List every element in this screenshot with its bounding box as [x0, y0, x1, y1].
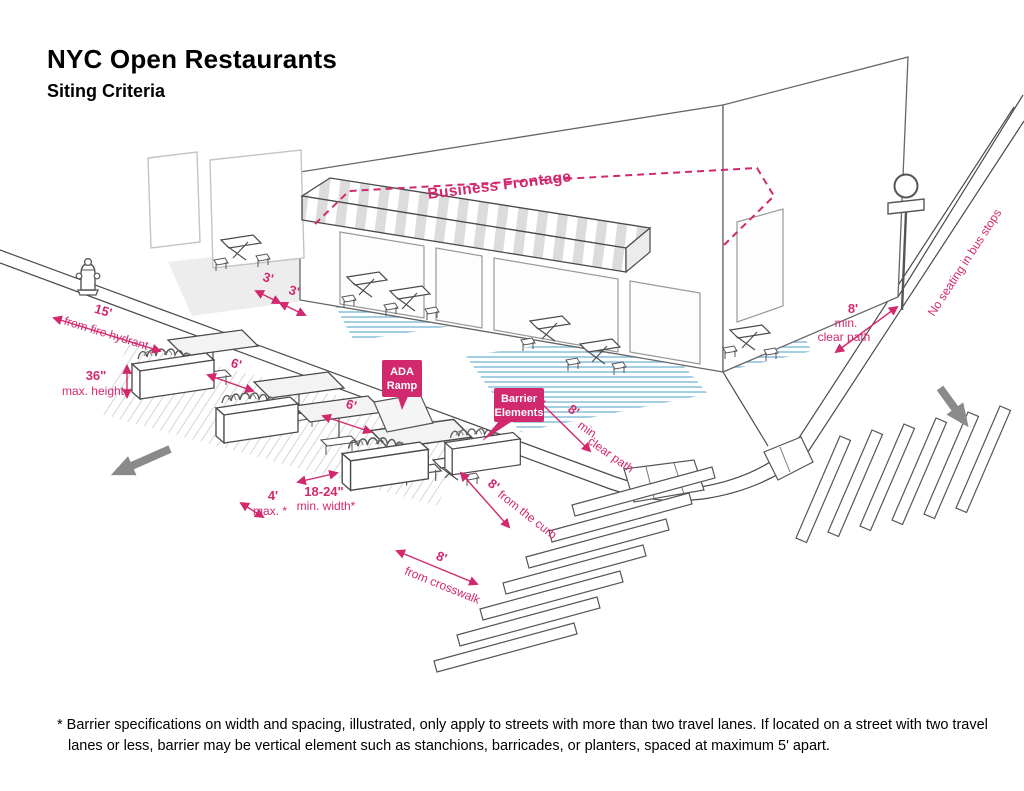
fire-hydrant-dim-line [52, 315, 162, 354]
awning [300, 177, 652, 274]
from-curb-dim-line [459, 471, 511, 529]
clear-path-side-min: min. [835, 316, 858, 330]
barrier-width-value: 18-24" [304, 484, 343, 499]
fire-hydrant-value: 15' [93, 301, 114, 320]
crosswalk-east [795, 405, 1012, 544]
barrier-width-label: min. width* [297, 499, 356, 513]
barrier-elements-line2: Elements [495, 407, 544, 419]
curb-ramp-east [763, 436, 814, 481]
side-wall-window [736, 208, 784, 323]
sidewalk-shadow [168, 246, 324, 316]
from-crosswalk-value: 8' [434, 548, 449, 566]
barrier-width-dim-line [296, 469, 339, 486]
aisle-a-label: 6' [229, 355, 243, 372]
aisle-a-dim-line [206, 373, 255, 393]
clear-path-side-label: clear path [818, 330, 871, 344]
barrier-elements-line1: Barrier [501, 393, 538, 405]
planter-height-label: max. height [62, 384, 125, 398]
setback-a-label: 3' [261, 269, 275, 286]
planter-height-value: 36" [86, 368, 107, 383]
clear-path-corner-dim-line [535, 397, 592, 453]
traffic-arrow-west [110, 445, 172, 476]
ada-ramp-callout: ADA Ramp [382, 360, 422, 410]
crosswalk-south [433, 466, 716, 673]
page-title: NYC Open Restaurants [47, 44, 338, 74]
footnote: * Barrier specifications on width and sp… [57, 716, 988, 754]
bus-stop-label: No seating in bus stops [925, 206, 1005, 318]
traffic-arrow-south [936, 385, 969, 428]
barrier-gap-value: 4' [268, 488, 278, 503]
adjacent-wall-panels [147, 149, 305, 269]
page-subtitle: Siting Criteria [47, 81, 166, 101]
right-sidewalk-edge [897, 94, 1024, 298]
from-curb-label: from the curb [495, 487, 560, 542]
setback-a-dim-line [254, 290, 282, 304]
storefront-window [629, 280, 701, 365]
clear-path-side-dim-line [834, 305, 899, 354]
building-right-wall [722, 56, 909, 373]
storefront-door [435, 247, 483, 329]
clear-path-corner-label: clear path [585, 434, 636, 476]
ada-ramp-line2: Ramp [387, 380, 418, 392]
clear-path-side-value: 8' [848, 301, 858, 316]
setback-b-dim-line [278, 301, 307, 317]
business-frontage-outline [314, 166, 776, 246]
page-header: NYC Open Restaurants Siting Criteria [47, 44, 337, 102]
fire-hydrant [75, 257, 101, 296]
from-crosswalk-dim-line [395, 549, 479, 586]
setback-b-label: 3' [287, 282, 301, 299]
corner-sidewalk-edge [722, 371, 769, 447]
awning-end-cap [625, 226, 651, 274]
barrier-gap-dim-line [239, 501, 265, 519]
aisle-b-dim-line [321, 413, 373, 435]
ada-ramp-line1: ADA [390, 366, 414, 378]
storefront-window [493, 257, 619, 353]
barrier-elements-callout: Barrier Elements [482, 388, 544, 441]
barrier-gap-label: max. * [253, 504, 287, 518]
aisle-b-label: 6' [344, 396, 358, 413]
fire-hydrant-label: from fire hydrant [62, 314, 150, 353]
bus-stop-sign [887, 173, 925, 311]
